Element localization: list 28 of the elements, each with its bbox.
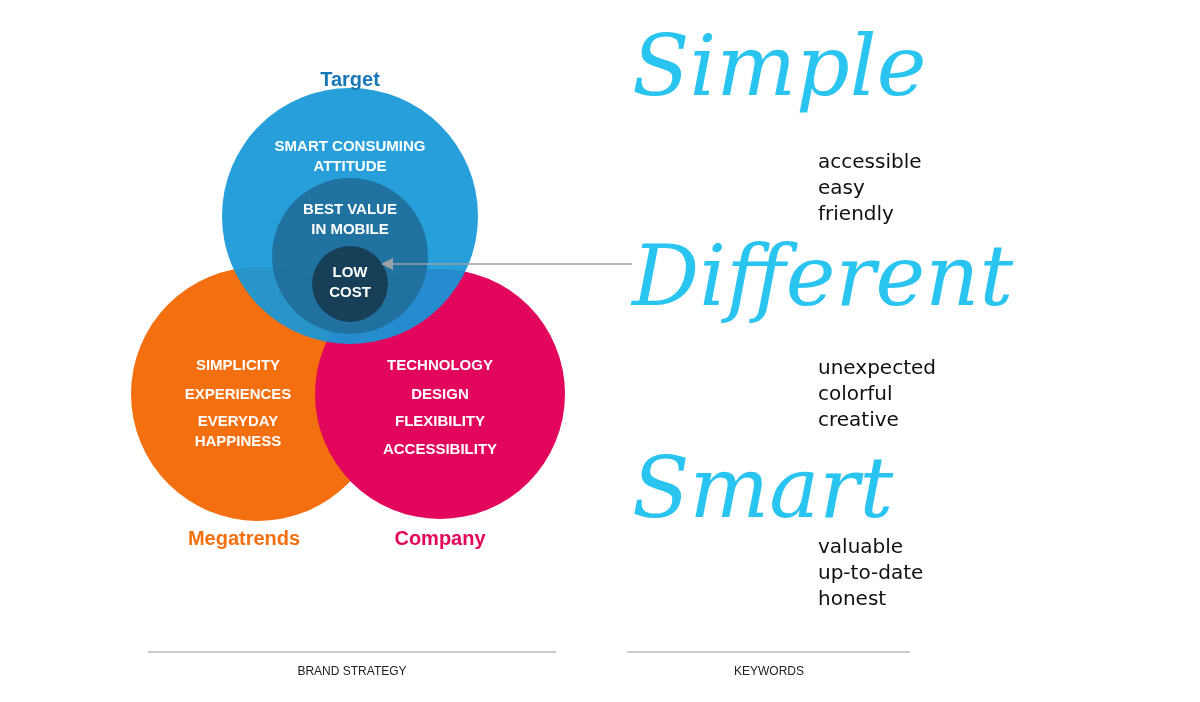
circle-text: DESIGN (410, 384, 470, 404)
circle-text: ACCESSIBILITY (381, 439, 499, 459)
keyword-text: accessible (818, 148, 922, 174)
circle-text: SIMPLICITY (194, 355, 282, 375)
keyword-text: unexpected (818, 354, 936, 380)
keyword-text: up-to-date (818, 559, 924, 585)
keyword-text: friendly (818, 200, 894, 226)
circle-text: FLEXIBILITY (394, 411, 486, 431)
circle-text: BEST VALUE IN MOBILE (302, 199, 398, 239)
circle-heading: Megatrends (187, 527, 301, 550)
keyword-heading: Smart (632, 440, 894, 536)
section-caption: BRAND STRATEGY (297, 664, 407, 678)
circle-heading: Target (320, 68, 380, 91)
circle-text: EXPERIENCES (183, 384, 293, 404)
circle-heading: Company (394, 527, 486, 550)
keyword-text: valuable (818, 533, 904, 559)
keyword-text: honest (818, 585, 887, 611)
keyword-text: creative (818, 406, 899, 432)
circle-text: TECHNOLOGY (386, 355, 494, 375)
section-caption: KEYWORDS (734, 664, 804, 678)
keyword-text: easy (818, 174, 865, 200)
keyword-text: colorful (818, 380, 893, 406)
circle-text: LOW COST (328, 262, 372, 302)
circle-text: SMART CONSUMING ATTITUDE (273, 136, 427, 176)
keyword-heading: Simple (632, 18, 927, 114)
keyword-heading: Different (632, 228, 1014, 324)
arrow (381, 258, 633, 270)
circle-text: EVERYDAY HAPPINESS (193, 411, 283, 451)
